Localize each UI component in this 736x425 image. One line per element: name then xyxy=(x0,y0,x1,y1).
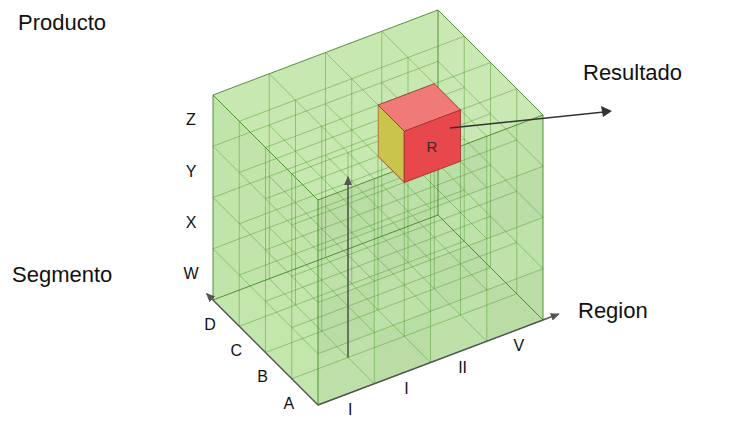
axis-title: Segmento xyxy=(12,262,112,287)
grid-line xyxy=(239,190,464,275)
grid-line xyxy=(213,10,438,95)
cube-front xyxy=(404,110,460,183)
grid-line xyxy=(464,36,465,241)
cell-label: R xyxy=(427,139,438,154)
product-member: X xyxy=(186,214,197,232)
leader-head xyxy=(601,106,612,117)
grid-line xyxy=(348,153,349,358)
grid-line xyxy=(490,63,491,268)
cube-axes xyxy=(207,177,559,405)
segment-member: B xyxy=(257,368,268,386)
region-member: I xyxy=(348,401,352,419)
leader-line xyxy=(450,112,604,128)
product-member: W xyxy=(183,265,198,283)
region-axis xyxy=(318,314,559,405)
region-member: II xyxy=(458,359,467,377)
region-member: I xyxy=(404,380,408,398)
product-member: Y xyxy=(186,163,197,181)
segment-axis xyxy=(207,294,318,405)
grid-line xyxy=(438,10,543,115)
segment-member: A xyxy=(284,395,295,413)
grid-line xyxy=(213,215,438,300)
product-axis xyxy=(347,177,349,357)
red-cube xyxy=(378,83,462,184)
cube-faces xyxy=(213,10,543,405)
segment-member: C xyxy=(231,342,243,360)
cube-grid xyxy=(213,10,543,405)
grid-line xyxy=(239,241,464,326)
result-cell: R xyxy=(378,83,462,184)
product-member: Z xyxy=(186,111,196,129)
axis-title: Region xyxy=(578,298,648,323)
grid-line xyxy=(239,139,464,224)
axis-title: Producto xyxy=(18,10,106,35)
segment-member: D xyxy=(204,316,216,334)
callout-title: Resultado xyxy=(583,60,682,85)
region-member: V xyxy=(514,337,525,355)
